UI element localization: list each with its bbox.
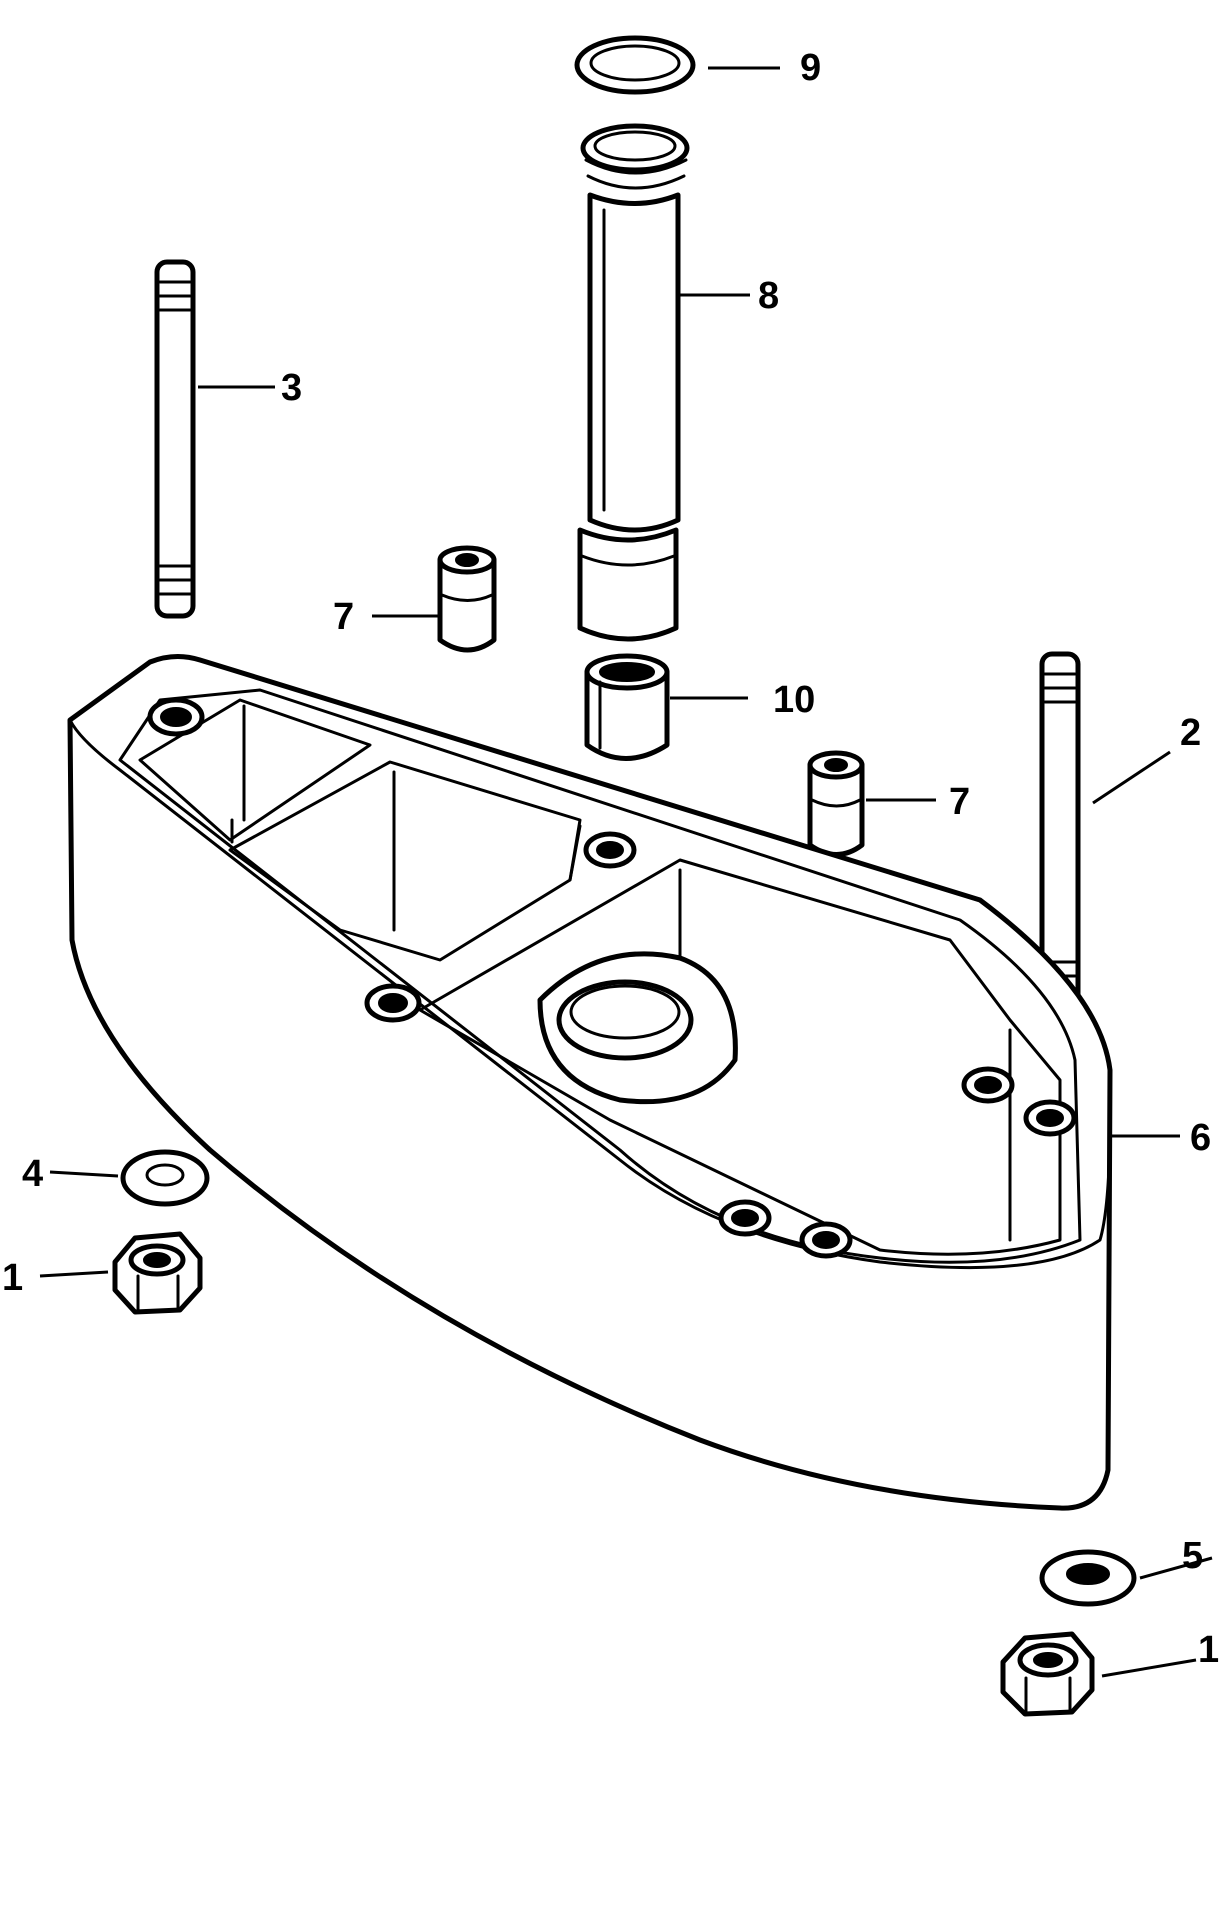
callout-10: 10 xyxy=(773,679,815,721)
part-6-housing xyxy=(67,654,1113,1511)
part-5-washer xyxy=(1039,1549,1137,1607)
callout-1a: 1 xyxy=(2,1257,23,1299)
part-1-nut-right xyxy=(1000,1631,1095,1717)
callout-2: 2 xyxy=(1180,712,1201,754)
leader-5 xyxy=(1139,1556,1213,1580)
callout-9: 9 xyxy=(800,47,821,89)
leader-2 xyxy=(1092,750,1171,805)
part-1-nut-left xyxy=(112,1231,203,1315)
callout-1b: 1 xyxy=(1198,1629,1219,1671)
leader-1a xyxy=(39,1270,109,1278)
callout-5: 5 xyxy=(1182,1535,1203,1577)
part-9-o-ring xyxy=(574,35,696,95)
callout-3: 3 xyxy=(281,367,302,409)
part-10-bushing xyxy=(584,653,670,761)
leader-4 xyxy=(49,1170,119,1178)
callout-numbers: 9 8 3 7 10 2 7 6 4 1 5 1 xyxy=(2,47,1219,1671)
callout-4: 4 xyxy=(22,1153,43,1195)
callout-6: 6 xyxy=(1190,1117,1211,1159)
leader-lines xyxy=(39,66,1213,1678)
part-4-washer xyxy=(120,1149,210,1207)
part-8-tube xyxy=(577,123,690,642)
leader-1b xyxy=(1101,1658,1197,1678)
part-3-stud xyxy=(154,259,196,619)
part-7-dowel-pin-upper xyxy=(437,545,497,653)
part-7-dowel-pin-lower xyxy=(807,750,865,857)
callout-7b: 7 xyxy=(949,781,970,823)
callout-7a: 7 xyxy=(333,596,354,638)
callout-8: 8 xyxy=(758,275,779,317)
